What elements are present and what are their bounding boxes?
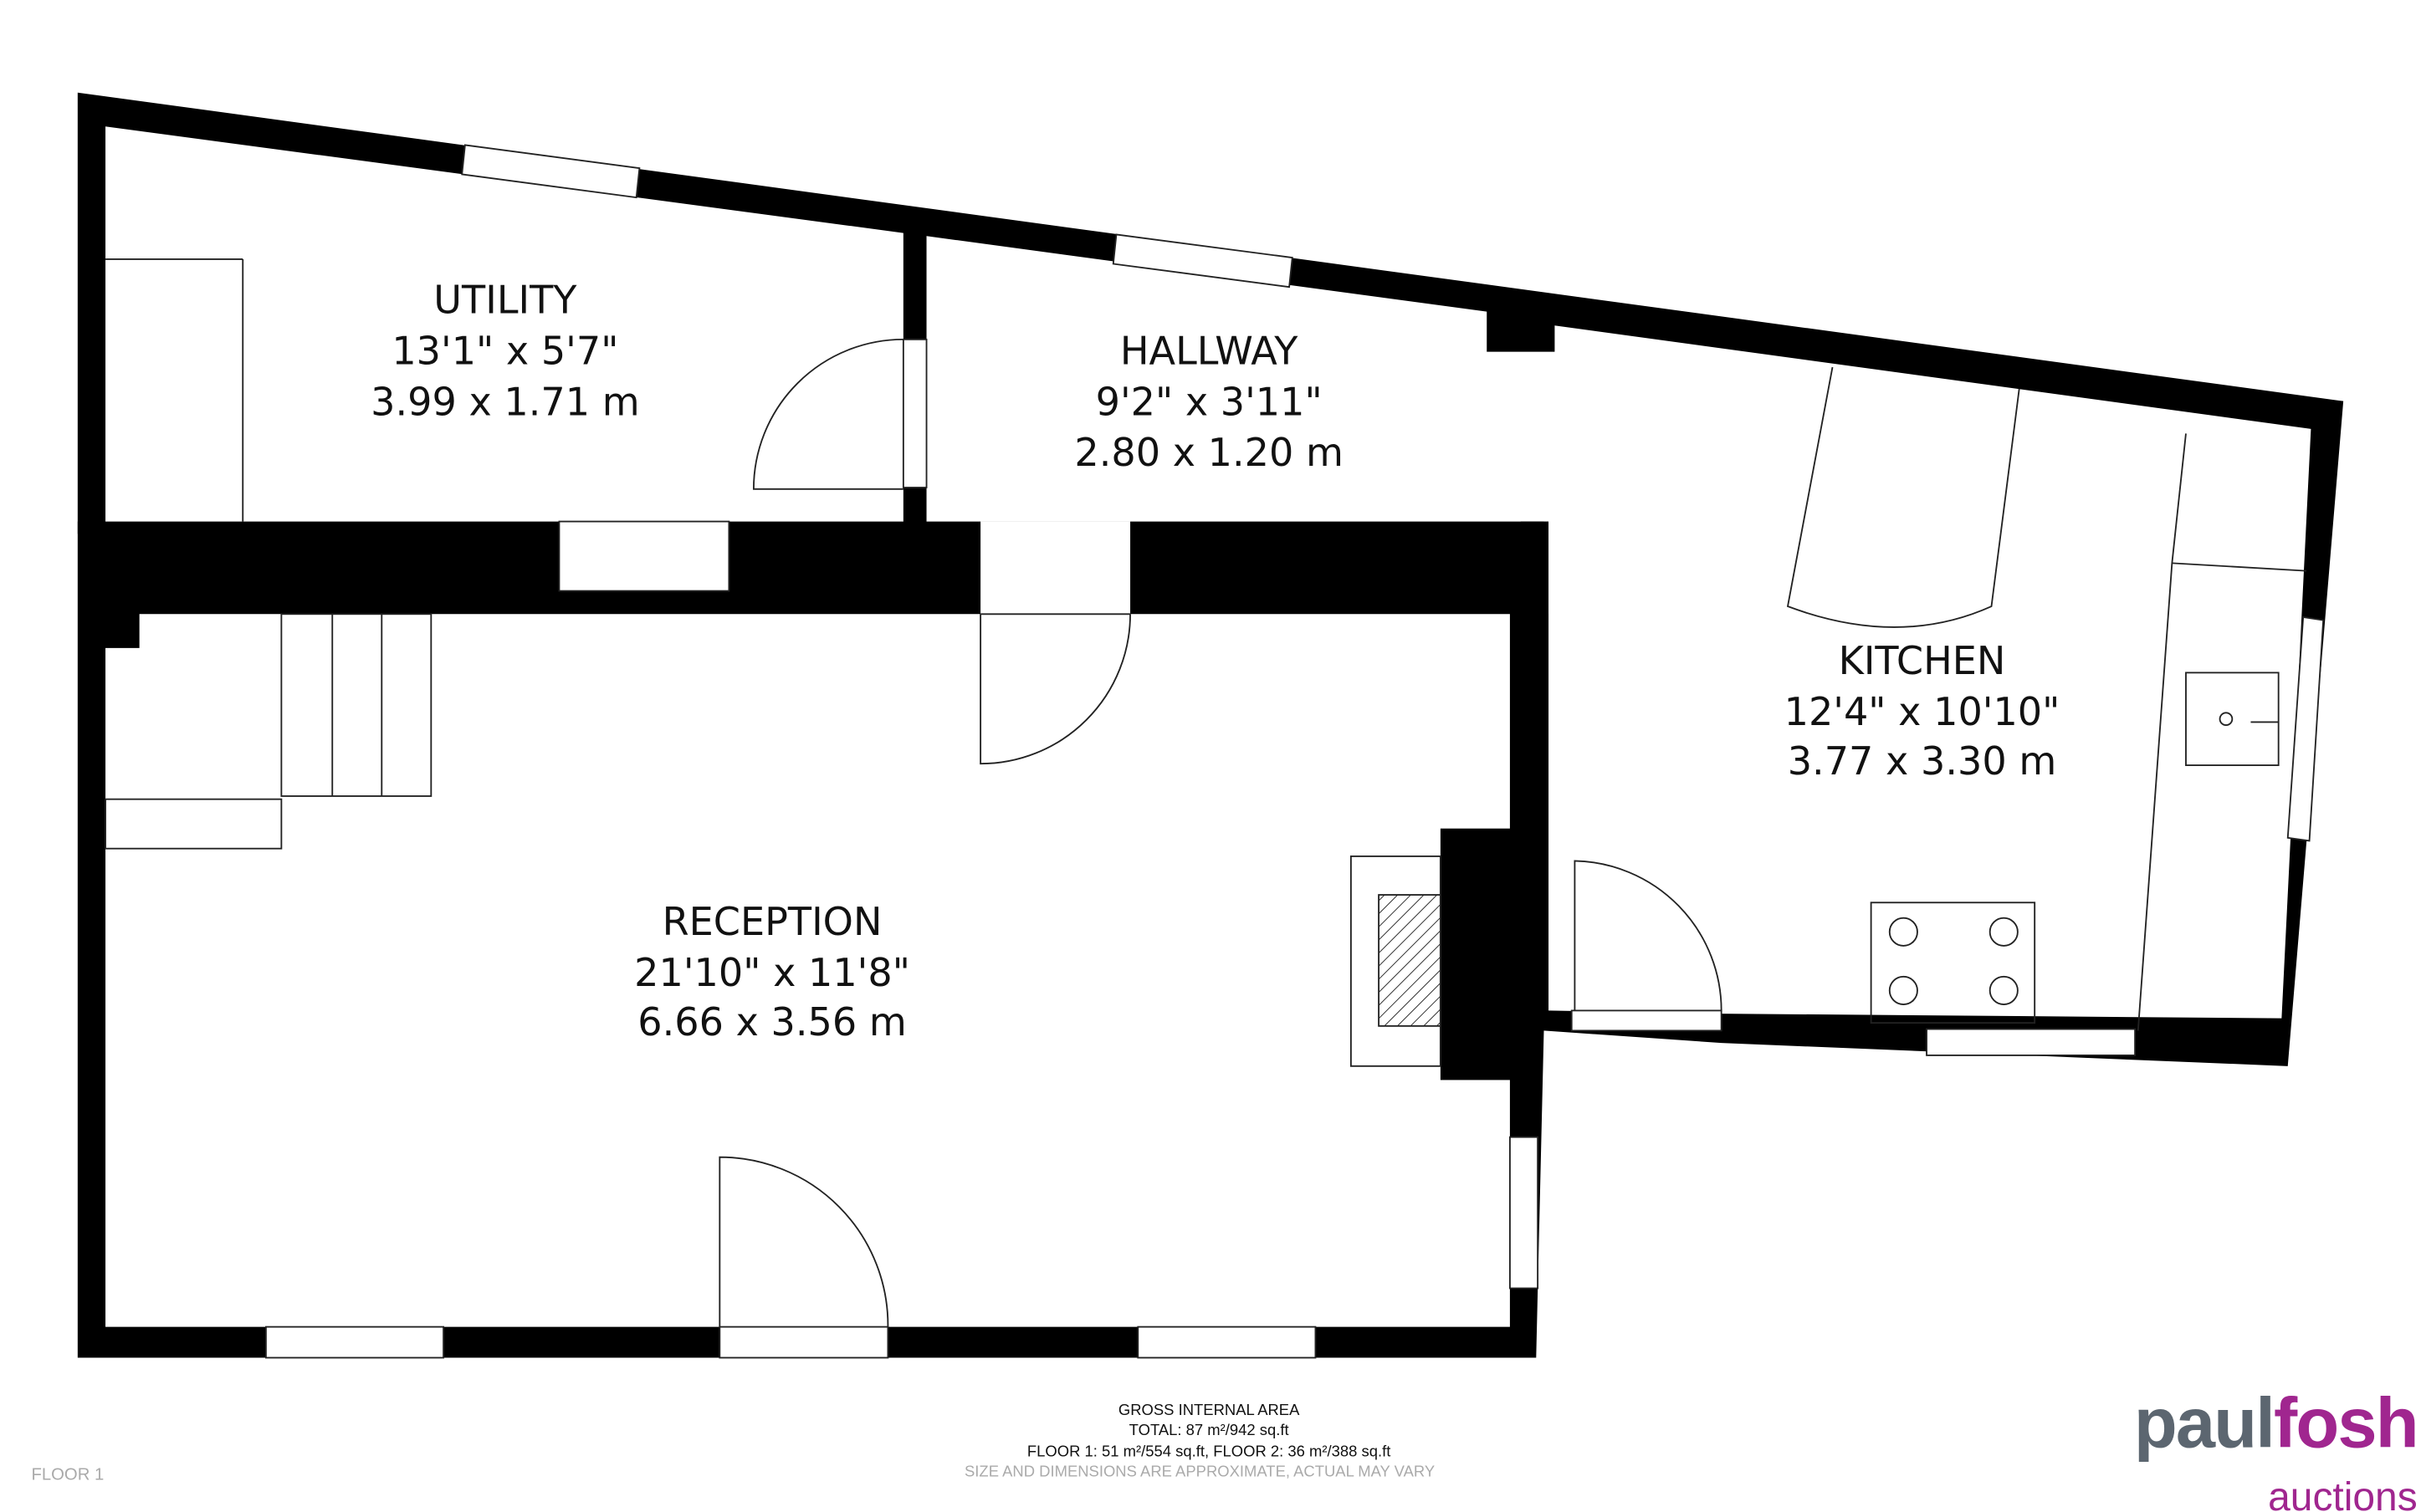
disclaimer: SIZE AND DIMENSIONS ARE APPROXIMATE, ACT… (965, 1463, 1435, 1480)
svg-text:3.77 x 3.30 m: 3.77 x 3.30 m (1788, 738, 2057, 784)
cupboard-opening (558, 520, 730, 592)
room-label-hallway: HALLWAY 9'2" x 3'11" 2.80 x 1.20 m (1074, 328, 1344, 475)
svg-text:UTILITY: UTILITY (433, 278, 577, 323)
room-label-kitchen: KITCHEN 12'4" x 10'10" 3.77 x 3.30 m (1784, 638, 2060, 784)
svg-text:HALLWAY: HALLWAY (1120, 328, 1298, 373)
svg-text:3.99 x 1.71 m: 3.99 x 1.71 m (371, 379, 640, 424)
logo-subtitle: auctions (2268, 1475, 2418, 1512)
svg-text:9'2" x 3'11": 9'2" x 3'11" (1096, 379, 1323, 424)
reception-floor (105, 614, 1510, 1327)
svg-text:12'4" x 10'10": 12'4" x 10'10" (1784, 689, 2060, 734)
windows (265, 144, 2325, 1359)
hallway-kitchen-floor (926, 236, 2311, 1019)
room-label-reception: RECEPTION 21'10" x 11'8" 6.66 x 3.56 m (634, 899, 910, 1045)
kitchen-fittings (1786, 366, 2306, 1031)
area-floors: FLOOR 1: 51 m²/554 sq.ft, FLOOR 2: 36 m²… (1027, 1443, 1390, 1460)
floor-label: FLOOR 1 (31, 1465, 104, 1484)
room-label-utility: UTILITY 13'1" x 5'7" 3.99 x 1.71 m (371, 278, 640, 425)
svg-text:KITCHEN: KITCHEN (1839, 638, 2006, 683)
svg-text:RECEPTION: RECEPTION (663, 899, 883, 944)
svg-text:13'1" x 5'7": 13'1" x 5'7" (392, 328, 618, 373)
svg-text:6.66 x 3.56 m: 6.66 x 3.56 m (637, 999, 907, 1045)
chimney-breast (1440, 828, 1515, 1080)
utility-floor (105, 126, 903, 522)
fireplace (1349, 855, 1441, 1067)
svg-text:21'10" x 11'8": 21'10" x 11'8" (634, 950, 910, 995)
logo-wordmark: paulfosh (2134, 1383, 2418, 1463)
kitchen-left-wall (1520, 521, 1549, 1015)
logo: paulfosh auctions (2134, 1383, 2419, 1512)
doors (719, 338, 1722, 1327)
svg-text:2.80 x 1.20 m: 2.80 x 1.20 m (1074, 430, 1344, 475)
stairs (105, 258, 433, 850)
doorway-hallway-reception (980, 521, 1131, 615)
area-title: GROSS INTERNAL AREA (1118, 1401, 1300, 1418)
wall-stub (77, 521, 106, 534)
area-total: TOTAL: 87 m²/942 sq.ft (1129, 1421, 1289, 1438)
